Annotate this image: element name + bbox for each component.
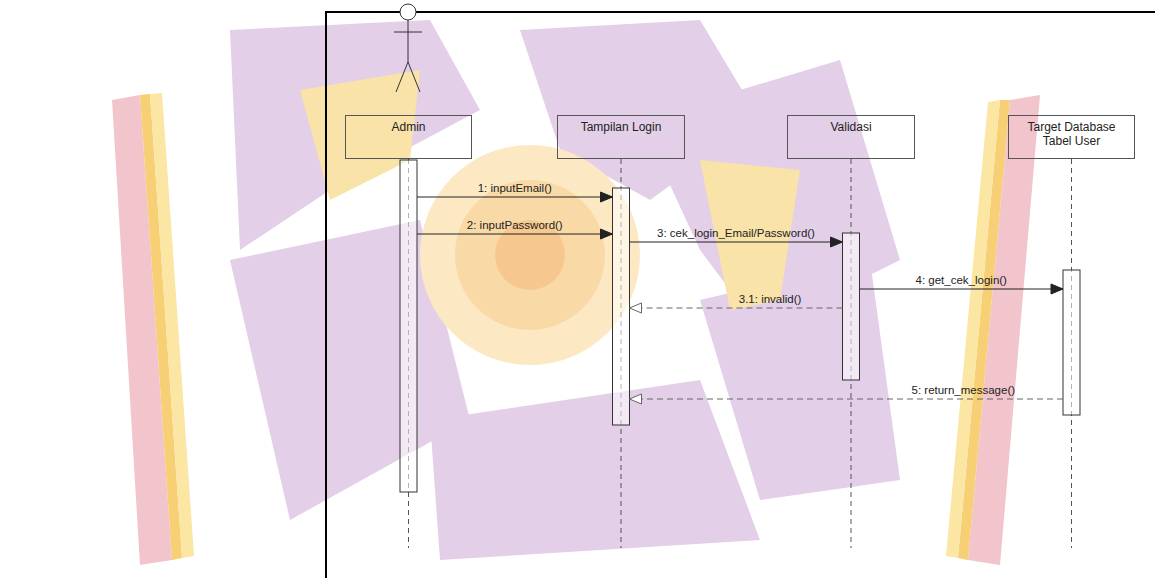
watermark-shape — [430, 380, 760, 560]
message-label: 4: get_cek_login() — [916, 274, 1007, 287]
message-label: 5: return_message() — [912, 384, 1016, 397]
lifeline-box: Admin — [345, 115, 472, 159]
watermark-circle — [420, 145, 640, 365]
lifeline-box: Tampilan Login — [557, 115, 685, 159]
lifeline-name: Tampilan Login — [571, 120, 671, 134]
watermark-band — [946, 100, 1000, 558]
lifeline-name: Validasi — [801, 120, 901, 134]
message-label: 2: inputPassword() — [467, 219, 563, 232]
lifeline-box: Validasi — [787, 115, 915, 159]
message-label: 1: inputEmail() — [478, 182, 552, 195]
return-message — [630, 303, 843, 313]
activation-bar — [843, 233, 860, 380]
lifeline-name: Target Database Tabel User — [1022, 120, 1122, 148]
actor-figure — [394, 4, 422, 92]
watermark-band — [150, 93, 194, 558]
lifeline-name: Admin — [359, 120, 459, 134]
watermark-circle — [455, 180, 605, 330]
lifeline-box: Target Database Tabel User — [1008, 115, 1135, 159]
message-label: 3.1: invalid() — [739, 293, 802, 306]
activation-bar — [1063, 270, 1080, 415]
frame-line — [325, 12, 327, 578]
message-label: 3: cek_login_Email/Password() — [657, 227, 815, 240]
activation-bar — [613, 188, 630, 425]
frame-line — [325, 11, 1155, 13]
activation-bar — [400, 160, 417, 492]
